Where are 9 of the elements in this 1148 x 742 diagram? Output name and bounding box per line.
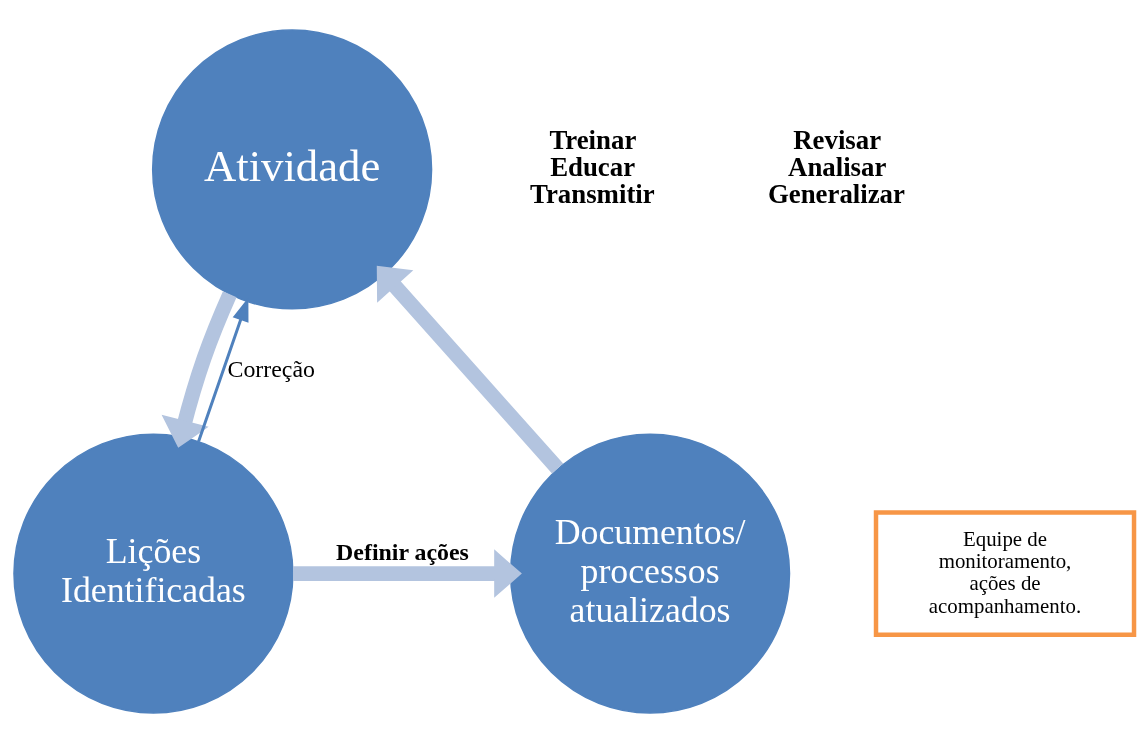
node-circle: Atividade [151, 28, 433, 310]
arrow [376, 265, 564, 473]
edge-label: Definir ações [336, 538, 469, 565]
arrow [293, 548, 522, 598]
node-circle: Lições Identificadas [13, 432, 294, 714]
node-box: Equipe de monitoramento, ações de acompanhamento. [873, 509, 1137, 637]
arrow [161, 290, 237, 448]
node-circle: Documentos/ processos atualizados [509, 432, 791, 714]
edge-label: Correção [227, 355, 315, 382]
